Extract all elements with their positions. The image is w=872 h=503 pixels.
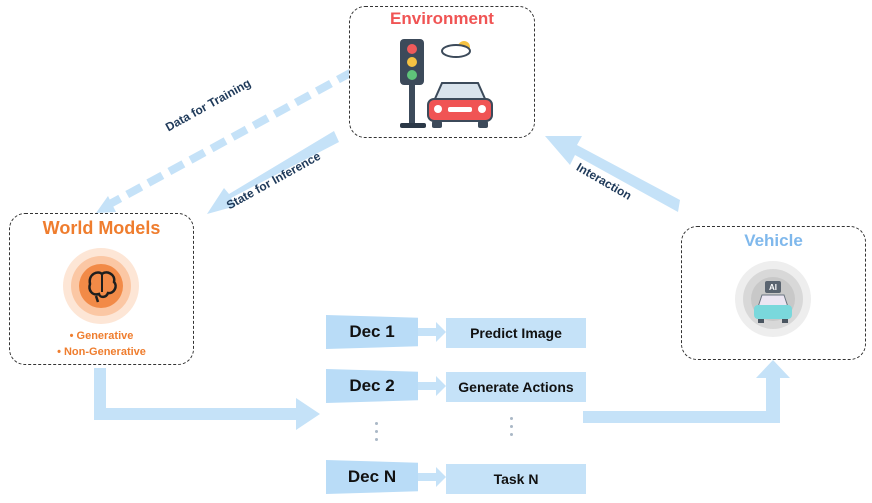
task-ellipsis [509,417,515,441]
vehicle-title: Vehicle [744,231,803,250]
dec-ellipsis [374,422,380,446]
dec-1: Dec 1 [326,315,418,349]
data-for-training-arrowhead [96,196,116,213]
interaction-arrow [545,136,680,212]
world-models-title: World Models [42,218,161,238]
task-n: Task N [446,464,586,494]
state-for-inference-arrow [207,131,339,214]
task-generate-actions: Generate Actions [446,372,586,402]
environment-box: Environment [349,6,535,138]
ai-car-icon [735,261,811,337]
world-models-item-generative: • Generative [69,330,134,342]
brain-icon [63,248,139,324]
dec-2: Dec 2 [326,369,418,403]
environment-title: Environment [390,9,494,28]
world-models-item-non-generative: • Non-Generative [57,346,146,358]
world-models-to-decoders-arrow [94,368,320,430]
dec-to-task-arrows [418,322,446,487]
data-for-training-arrow [106,68,354,209]
vehicle-box: Vehicle AI [681,226,866,360]
vehicle-ai-label: AI [769,283,777,292]
dec-n: Dec N [326,460,418,494]
world-models-box: World Models • Generative • Non-Generati… [9,213,194,365]
task-predict-image: Predict Image [446,318,586,348]
decoders-to-vehicle-arrow [583,360,790,423]
environment-icon [400,39,493,128]
